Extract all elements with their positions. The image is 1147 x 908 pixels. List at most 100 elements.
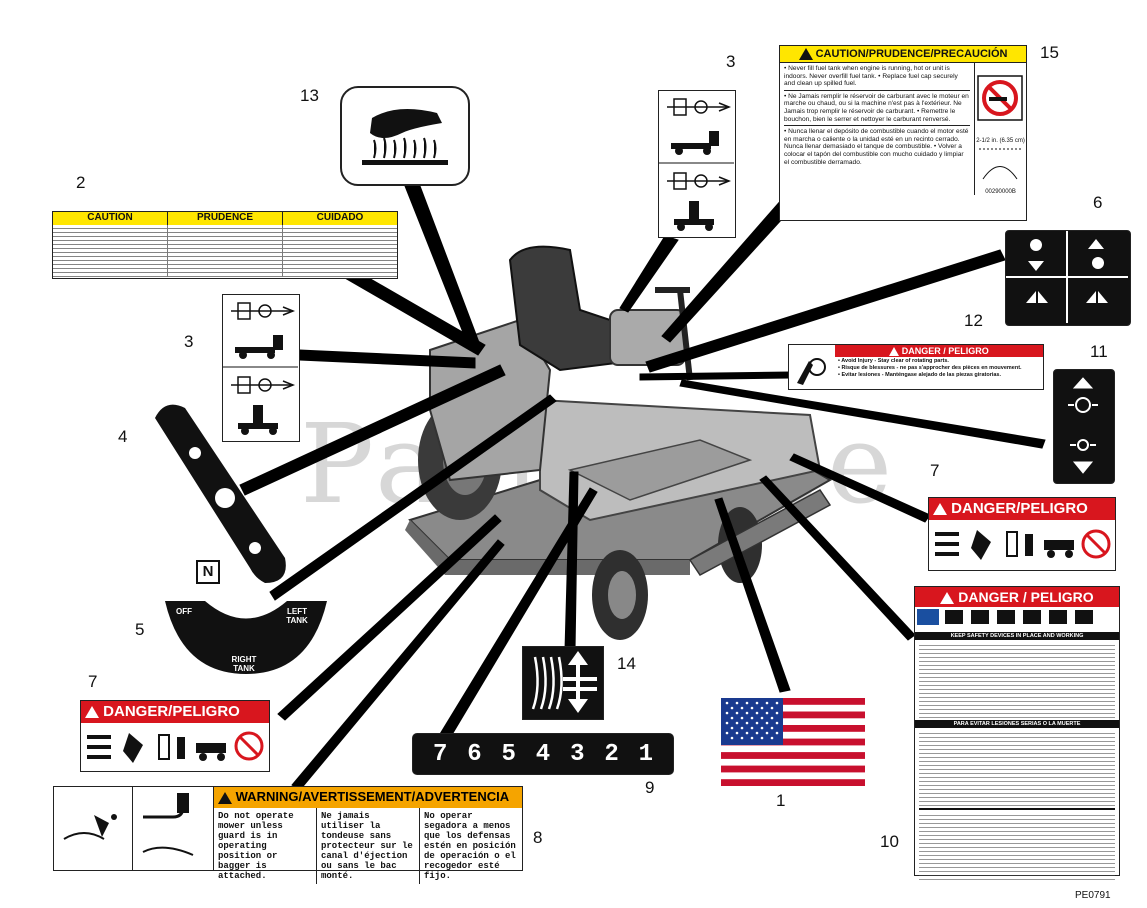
decal-2-header: CAUTION PRUDENCE CUIDADO <box>53 212 397 225</box>
callout-10: 10 <box>880 832 899 851</box>
decal-8-text-fr: Ne jamais utiliser la tondeuse sans prot… <box>317 808 420 884</box>
decal-10-pictograms <box>917 609 1093 625</box>
decal-15-text-es: • Nunca llenar el depósito de combustibl… <box>784 125 971 166</box>
height-number-2: 2 <box>604 740 619 768</box>
warning-triangle-icon <box>933 503 947 516</box>
leader-11 <box>679 379 1046 449</box>
decal-12-line-es: • Evitar lesiones - Manténgase alejado d… <box>838 372 1002 379</box>
decal-10-text-block-3 <box>919 812 1115 882</box>
decal-5-off: OFF <box>176 607 192 616</box>
decal-12-line-en: • Avoid Injury - Stay clear of rotating … <box>838 358 949 365</box>
chute-guard-icon <box>142 793 194 856</box>
callout-14: 14 <box>617 654 636 673</box>
decal-10-safety-danger: DANGER / PELIGRO KEEP SAFETY DEVICES IN … <box>914 586 1120 882</box>
callout-6: 6 <box>1093 193 1103 212</box>
callout-11: 11 <box>1090 342 1108 361</box>
leader-10 <box>759 475 916 641</box>
decal-15-text-fr: • Ne Jamais remplir le réservoir de carb… <box>784 89 971 123</box>
callout-8: 8 <box>533 828 543 847</box>
decal-8-text-es: No operar segadora a menos que los defen… <box>424 811 516 881</box>
decal-4-strip <box>155 404 286 583</box>
decal-10-section-1: KEEP SAFETY DEVICES IN PLACE AND WORKING <box>915 632 1119 640</box>
callout-3-left: 3 <box>184 332 194 351</box>
leader-4 <box>239 364 506 496</box>
decal-10-text-block-2 <box>919 730 1115 806</box>
decal-12-header: DANGER / PELIGRO <box>835 345 1043 358</box>
leader-1 <box>714 497 791 693</box>
decal-2-caution: CAUTION PRUDENCE CUIDADO <box>52 211 398 279</box>
decal-1-us-flag <box>721 698 865 786</box>
decal-8-text-en: Do not operate mower unless guard is in … <box>214 808 317 884</box>
lever-direction-icons <box>1006 231 1128 323</box>
callout-7-right: 7 <box>930 461 940 480</box>
height-number-3: 3 <box>570 740 585 768</box>
rotating-parts-icon <box>797 358 826 385</box>
callout-1: 1 <box>776 791 786 810</box>
warning-triangle-icon <box>940 592 955 605</box>
decal-15-measure: 2-1/2 in. (6.35 cm) <box>976 138 1025 145</box>
height-number-5: 5 <box>501 740 516 768</box>
decal-7-right-header: DANGER/PELIGRO <box>929 498 1115 520</box>
decal-7-right-pictograms <box>935 529 1111 560</box>
no-smoking-icon <box>977 75 1023 121</box>
leader-3a <box>619 235 679 313</box>
callout-13: 13 <box>300 86 319 105</box>
decal-2-cuidado-header: CUIDADO <box>282 212 397 225</box>
leader-14 <box>564 471 579 651</box>
decal-10-section-2: PARA EVITAR LESIONES SERIAS O LA MUERTE <box>915 720 1119 728</box>
fuel-level-icon <box>979 148 1022 180</box>
fuel-lever-icons <box>223 302 298 435</box>
decal-14-height-adjust <box>522 646 604 720</box>
callout-7-left: 7 <box>88 672 98 691</box>
throttle-icons <box>1068 377 1098 474</box>
decal-7-left-pictograms <box>87 731 264 763</box>
callout-15: 15 <box>1040 43 1059 62</box>
decal-8-header: WARNING/AVERTISSEMENT/ADVERTENCIA <box>214 787 522 808</box>
decal-12-rotating-parts: DANGER / PELIGRO • Avoid Injury - Stay c… <box>788 344 1044 390</box>
warning-triangle-icon <box>798 48 813 61</box>
leader-5 <box>269 394 557 601</box>
decal-2-prudence-header: PRUDENCE <box>167 212 282 225</box>
leader-6 <box>645 249 1006 373</box>
decal-5-tank-selector <box>165 601 327 674</box>
thrown-object-icon <box>63 814 117 840</box>
decal-2-caution-header: CAUTION <box>53 212 167 225</box>
decal-7-right-danger: DANGER/PELIGRO <box>928 497 1116 571</box>
decal-7-left-header: DANGER/PELIGRO <box>81 701 269 723</box>
decal-15-fuel-caution: CAUTION/PRUDENCE/PRECAUCIÓN • Never fill… <box>779 45 1027 221</box>
height-number-4: 4 <box>535 740 551 768</box>
leader-3b <box>299 349 476 369</box>
warning-triangle-icon <box>85 706 99 719</box>
decal-10-text-block-1 <box>919 642 1115 718</box>
decal-15-part-number: 00290000B <box>985 189 1016 196</box>
decal-15-text-en: • Never fill fuel tank when engine is ru… <box>784 65 958 88</box>
warning-triangle-icon <box>218 791 232 804</box>
leader-7b <box>789 453 931 523</box>
decal-13-hot-surface <box>340 86 470 186</box>
leader-7a <box>277 514 502 721</box>
decal-4-neutral-n: N <box>196 560 220 584</box>
fuel-lever-icons-top <box>659 98 734 231</box>
decal-15-header: CAUTION/PRUDENCE/PRECAUCIÓN <box>780 46 1026 64</box>
height-number-7: 7 <box>432 740 448 768</box>
warning-triangle-icon <box>889 347 900 357</box>
decal-5-left-tank: LEFT TANK <box>286 607 308 625</box>
decal-3-left-fuel-lever <box>222 294 300 442</box>
decal-3-top-fuel-lever <box>658 90 736 238</box>
figure-code: PE0791 <box>1075 890 1111 901</box>
decal-10-header: DANGER / PELIGRO <box>915 587 1119 607</box>
decal-8-guard-warning: WARNING/AVERTISSEMENT/ADVERTENCIA Do not… <box>53 786 523 884</box>
callout-12: 12 <box>964 311 983 330</box>
callout-3-top: 3 <box>726 52 736 71</box>
height-number-6: 6 <box>467 740 482 768</box>
decal-8-pictogram-middle <box>133 787 214 870</box>
callout-4: 4 <box>118 427 128 446</box>
height-adjust-icon <box>531 651 597 713</box>
decal-6-control-levers <box>1005 230 1131 326</box>
callout-9: 9 <box>645 778 655 797</box>
hot-surface-icon <box>362 109 448 165</box>
height-number-1: 1 <box>638 740 654 768</box>
decal-9-height-numbers: 7 6 5 4 3 2 1 <box>412 733 674 775</box>
decal-11-throttle <box>1053 369 1115 484</box>
callout-2: 2 <box>76 173 86 192</box>
